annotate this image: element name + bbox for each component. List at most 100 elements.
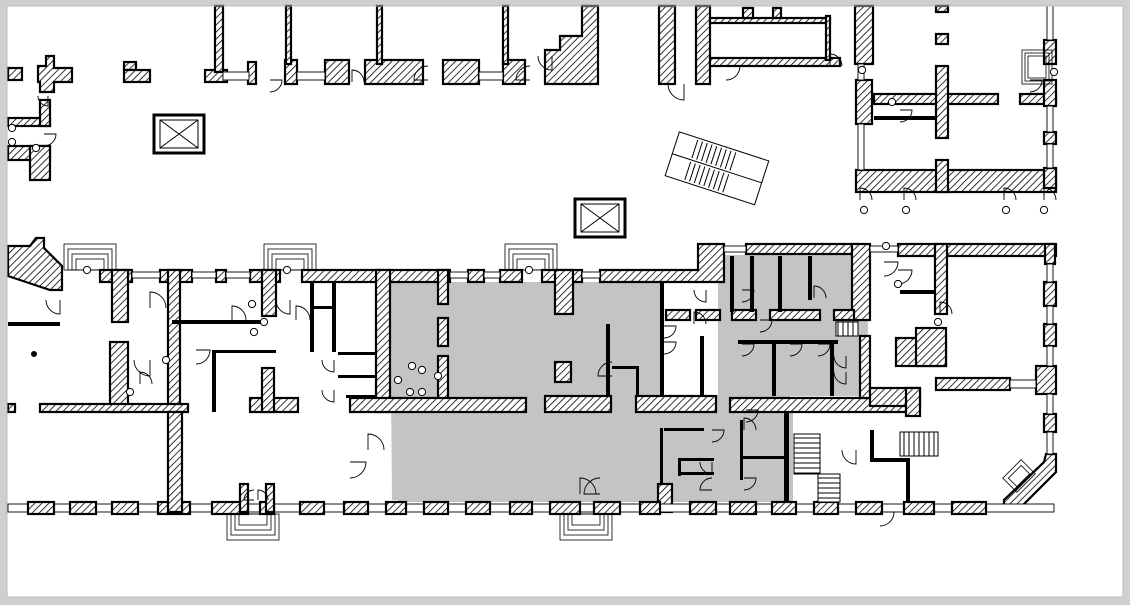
door-swing [321, 359, 335, 373]
door-swing [537, 55, 553, 71]
door-swing [1029, 79, 1043, 93]
fixture-marker [247, 299, 257, 309]
fixture-marker [259, 317, 269, 327]
door-swing [295, 305, 311, 321]
wall-pier [770, 500, 798, 516]
wall-pier [638, 500, 662, 516]
rotated-stair [664, 131, 770, 206]
door-swing [939, 301, 953, 315]
stair-tread [708, 169, 715, 188]
wall-pier [592, 500, 622, 516]
door-swing [813, 285, 827, 299]
door-swing [597, 361, 613, 377]
wall-pier [548, 500, 582, 516]
wall-pier [110, 500, 140, 516]
door-swing [693, 311, 707, 325]
fixture-marker [1049, 67, 1059, 77]
fixture-marker [405, 387, 415, 397]
porch-step [1007, 464, 1031, 488]
door-swing [699, 461, 713, 475]
fixture-marker [881, 241, 891, 251]
fixture-marker [82, 265, 92, 275]
door-swing [663, 341, 677, 355]
wall-pier [298, 500, 326, 516]
door-swing [741, 343, 755, 357]
door-swing [699, 477, 713, 491]
door-swing [879, 511, 895, 527]
door-swing [829, 53, 843, 67]
porch-step [1024, 52, 1050, 82]
wall-pier [422, 500, 450, 516]
door-swing [883, 261, 899, 277]
door-swing [745, 409, 759, 423]
door-swing [789, 343, 803, 357]
fixture-marker [524, 265, 534, 275]
door-swing [833, 355, 847, 369]
fixture-marker [901, 205, 911, 215]
east-stairs [793, 321, 939, 503]
stair-tread [698, 166, 706, 185]
stair-tread [705, 144, 713, 163]
fixture-marker [887, 97, 897, 107]
upper-wing-walls [6, 4, 1058, 94]
fixture-marker [407, 361, 417, 371]
door-swing [139, 371, 153, 385]
stair-tread [724, 150, 732, 170]
stair-tread [717, 172, 725, 191]
door-swing [1003, 187, 1017, 201]
wall-pier [68, 500, 98, 516]
stair-tread [715, 147, 723, 166]
fixture-marker [933, 317, 943, 327]
wall-pier [688, 500, 718, 516]
door-swing [149, 291, 167, 309]
door-swing [321, 389, 335, 403]
door-swing [1043, 187, 1057, 201]
wall-pier [854, 500, 884, 516]
fixture-marker [857, 65, 867, 75]
door-swing [367, 433, 385, 451]
door-swing [833, 371, 847, 385]
door-swing [741, 289, 755, 303]
door-swing [725, 65, 741, 81]
south-exterior-wall [7, 410, 1055, 516]
door-swing [711, 429, 725, 443]
door-swing [903, 187, 917, 201]
door-swing [759, 319, 773, 333]
wall-pier [166, 410, 184, 514]
door-swing [663, 325, 677, 339]
corridor-north-wall [98, 242, 1058, 414]
wall-pier [342, 500, 370, 516]
porch-step [238, 513, 268, 526]
stair-tread [691, 139, 699, 159]
door-swing [231, 305, 247, 321]
wall-pier [950, 500, 988, 516]
porch-step [571, 513, 601, 526]
wall-pier [902, 500, 936, 516]
door-swing [899, 109, 913, 123]
porch-step [1002, 459, 1036, 493]
fixture-marker [1001, 205, 1011, 215]
door-swing [243, 489, 255, 501]
door-swing [275, 299, 291, 315]
fixture-marker [125, 387, 135, 397]
door-swing [45, 299, 61, 315]
porch-step [1027, 55, 1047, 79]
fixture-marker [433, 371, 443, 381]
fixture-marker [893, 279, 903, 289]
porch-step [1021, 49, 1053, 85]
fixture-marker [31, 143, 41, 153]
door-swing [693, 289, 707, 303]
door-swings [37, 53, 1057, 527]
door-swing [841, 449, 857, 465]
fixture-markers [7, 65, 1059, 397]
fixture-marker [417, 387, 427, 397]
stair-tread [696, 141, 703, 160]
fixture-marker [1039, 205, 1049, 215]
door-swing [351, 69, 365, 83]
fixture-marker [161, 355, 171, 365]
wall-pier [728, 500, 758, 516]
central-block-walls [348, 256, 920, 514]
stair-tread [693, 164, 701, 184]
fixture-marker [7, 137, 17, 147]
